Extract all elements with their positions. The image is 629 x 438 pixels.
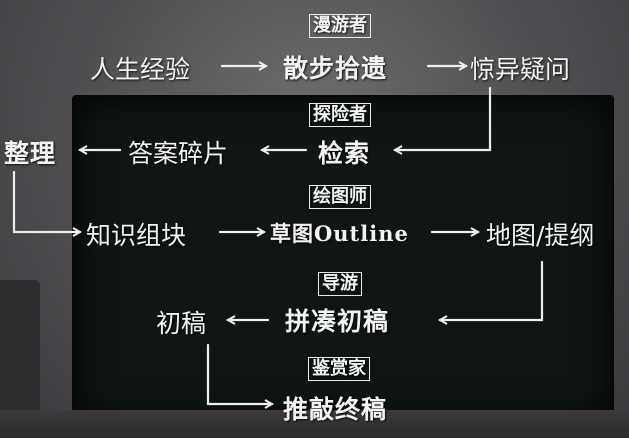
arrow-wonder-to-search	[395, 86, 492, 150]
node-search: 检索	[318, 139, 371, 168]
tv-screen	[72, 95, 614, 421]
arrow-first-to-polish	[206, 343, 272, 404]
node-polish-final: 推敲终稿	[283, 395, 388, 424]
tv-stand	[0, 410, 629, 438]
node-knowledge-chunks: 知识组块	[86, 221, 187, 250]
role-wanderer: 漫游者	[309, 14, 371, 38]
role-connoisseur: 鉴赏家	[308, 357, 370, 381]
node-piece-together: 拼凑初稿	[285, 307, 390, 336]
node-map-outline: 地图/提纲	[486, 221, 595, 250]
node-first-draft: 初稿	[156, 309, 207, 338]
role-guide: 导游	[318, 272, 362, 296]
node-answer-fragments: 答案碎片	[128, 139, 229, 168]
node-draft-outline: 草图Outline	[270, 221, 409, 246]
node-life-experience: 人生经验	[90, 55, 191, 84]
role-explorer: 探险者	[309, 103, 371, 127]
role-cartographer: 绘图师	[309, 185, 371, 209]
arrow-map-to-piece	[440, 260, 544, 320]
node-organize: 整理	[4, 139, 57, 168]
arrow-organize-to-chunks	[12, 170, 80, 232]
node-wonder-question: 惊异疑问	[470, 55, 571, 84]
node-stroll-gather: 散步拾遗	[283, 54, 388, 83]
